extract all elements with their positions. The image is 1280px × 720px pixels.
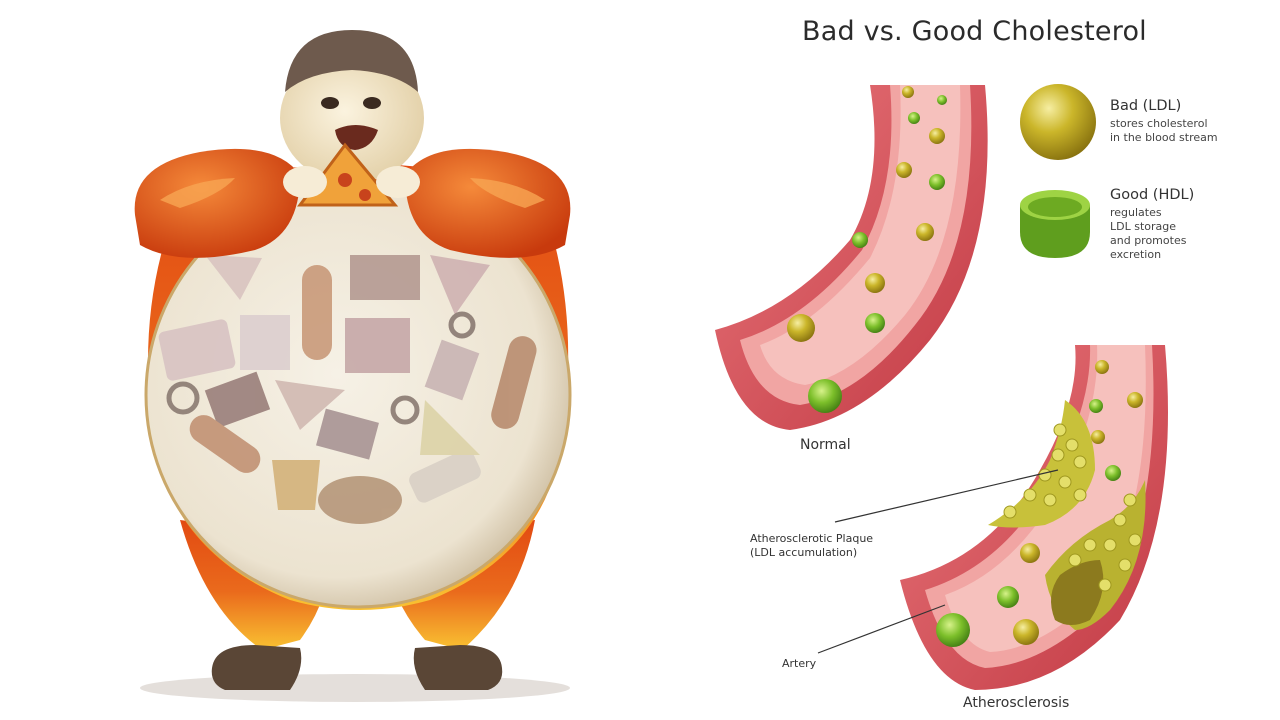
right-arm-highlight bbox=[470, 178, 545, 208]
artery-annotation: Artery bbox=[782, 657, 817, 670]
fries-box bbox=[345, 318, 410, 373]
hdl-legend-desc-line: and promotes bbox=[1110, 234, 1187, 247]
floor-shadow bbox=[140, 674, 570, 702]
cake-slice bbox=[275, 380, 345, 430]
artery-pointer-line bbox=[817, 604, 946, 654]
hdl-particle bbox=[808, 379, 842, 413]
ldl-particle bbox=[929, 128, 945, 144]
pizza-slice bbox=[205, 255, 262, 300]
donut bbox=[448, 311, 476, 339]
hdl-legend-desc-line: regulates bbox=[1110, 206, 1162, 219]
ldl-particle bbox=[1091, 430, 1105, 444]
striped-box bbox=[316, 408, 379, 460]
ldl-particle bbox=[896, 162, 912, 178]
eye bbox=[321, 97, 339, 109]
left-arm-highlight bbox=[160, 178, 235, 208]
milk-carton bbox=[240, 315, 290, 370]
can bbox=[409, 449, 481, 503]
hdl-particle bbox=[937, 95, 947, 105]
hdl-particle bbox=[997, 586, 1019, 608]
hand bbox=[376, 166, 420, 198]
eye bbox=[363, 97, 381, 109]
hdl-particle bbox=[852, 232, 868, 248]
normal-vessel bbox=[715, 85, 988, 430]
hdl-particle bbox=[908, 112, 920, 124]
ldl-legend-swatch bbox=[1020, 84, 1096, 160]
plaque-annotation-line: (LDL accumulation) bbox=[750, 546, 858, 559]
ldl-particle bbox=[865, 273, 885, 293]
ldl-particle bbox=[916, 223, 934, 241]
hair bbox=[285, 30, 418, 92]
ldl-legend-desc-line: stores cholesterol bbox=[1110, 117, 1208, 130]
hdl-particle bbox=[929, 174, 945, 190]
hdl-legend-desc-line: LDL storage bbox=[1110, 220, 1177, 233]
ldl-legend-desc-line: in the blood stream bbox=[1110, 131, 1218, 144]
plaque-core bbox=[1051, 560, 1104, 625]
hotdog bbox=[302, 265, 332, 360]
burger bbox=[318, 476, 402, 524]
man-figure bbox=[134, 30, 572, 702]
ldl-particles bbox=[787, 86, 1143, 645]
hdl-particle bbox=[1105, 465, 1121, 481]
atherosclerosis-caption: Atherosclerosis bbox=[963, 695, 1070, 711]
hand bbox=[283, 166, 327, 198]
hdl-particle bbox=[865, 313, 885, 333]
sandwich-stack bbox=[350, 255, 420, 300]
hdl-legend-label: Good (HDL) bbox=[1110, 187, 1195, 203]
normal-vessel-lumen bbox=[760, 85, 961, 385]
soda-cup bbox=[158, 319, 236, 381]
hdl-particles bbox=[808, 95, 1121, 647]
coffee-cup bbox=[424, 339, 480, 401]
head bbox=[280, 53, 424, 183]
bread-loaf bbox=[189, 415, 261, 473]
ldl-legend-label: Bad (LDL) bbox=[1110, 98, 1182, 114]
right-arm bbox=[405, 148, 571, 258]
hdl-particle bbox=[1089, 399, 1103, 413]
pepperoni bbox=[359, 189, 371, 201]
hdl-legend-swatch bbox=[1020, 190, 1090, 258]
ldl-particle bbox=[1020, 543, 1040, 563]
plaque-mass-upper bbox=[988, 400, 1095, 528]
junk-food-items bbox=[158, 255, 537, 524]
donut bbox=[166, 381, 200, 415]
plaque-pointer-line bbox=[834, 469, 1059, 523]
pizza-slice bbox=[430, 255, 490, 315]
fries bbox=[272, 460, 320, 510]
plaque-annotation-line: Atherosclerotic Plaque bbox=[750, 532, 874, 545]
ldl-particle bbox=[1013, 619, 1039, 645]
ldl-particle bbox=[787, 314, 815, 342]
right-shoe bbox=[413, 645, 503, 690]
snack-bar bbox=[204, 371, 271, 429]
left-shoe bbox=[211, 645, 302, 690]
ldl-particle bbox=[902, 86, 914, 98]
left-arm bbox=[134, 148, 300, 258]
pizza-slice bbox=[420, 400, 480, 455]
normal-vessel-caption: Normal bbox=[800, 437, 851, 453]
pepperoni bbox=[338, 173, 352, 187]
diagram-title: Bad vs. Good Cholesterol bbox=[802, 16, 1147, 47]
plaque-particles bbox=[1003, 423, 1142, 592]
donut bbox=[390, 395, 420, 425]
ldl-particle bbox=[1127, 392, 1143, 408]
hdl-particle bbox=[936, 613, 970, 647]
hdl-legend-desc-line: excretion bbox=[1110, 248, 1162, 261]
ldl-particle bbox=[1095, 360, 1109, 374]
baguette bbox=[491, 336, 537, 429]
